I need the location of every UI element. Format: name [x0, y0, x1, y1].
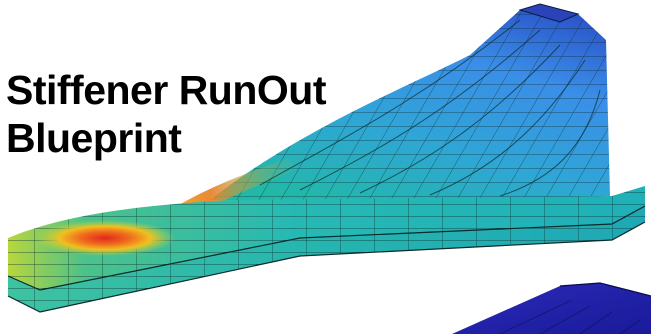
stress-hotspot [35, 220, 175, 256]
title-line-2: Blueprint [6, 115, 182, 161]
figure-title: Stiffener RunOut Blueprint [6, 66, 326, 162]
corner-part [452, 282, 651, 334]
plate-front-edge [7, 205, 646, 313]
title-line-1: Stiffener RunOut [6, 67, 326, 113]
